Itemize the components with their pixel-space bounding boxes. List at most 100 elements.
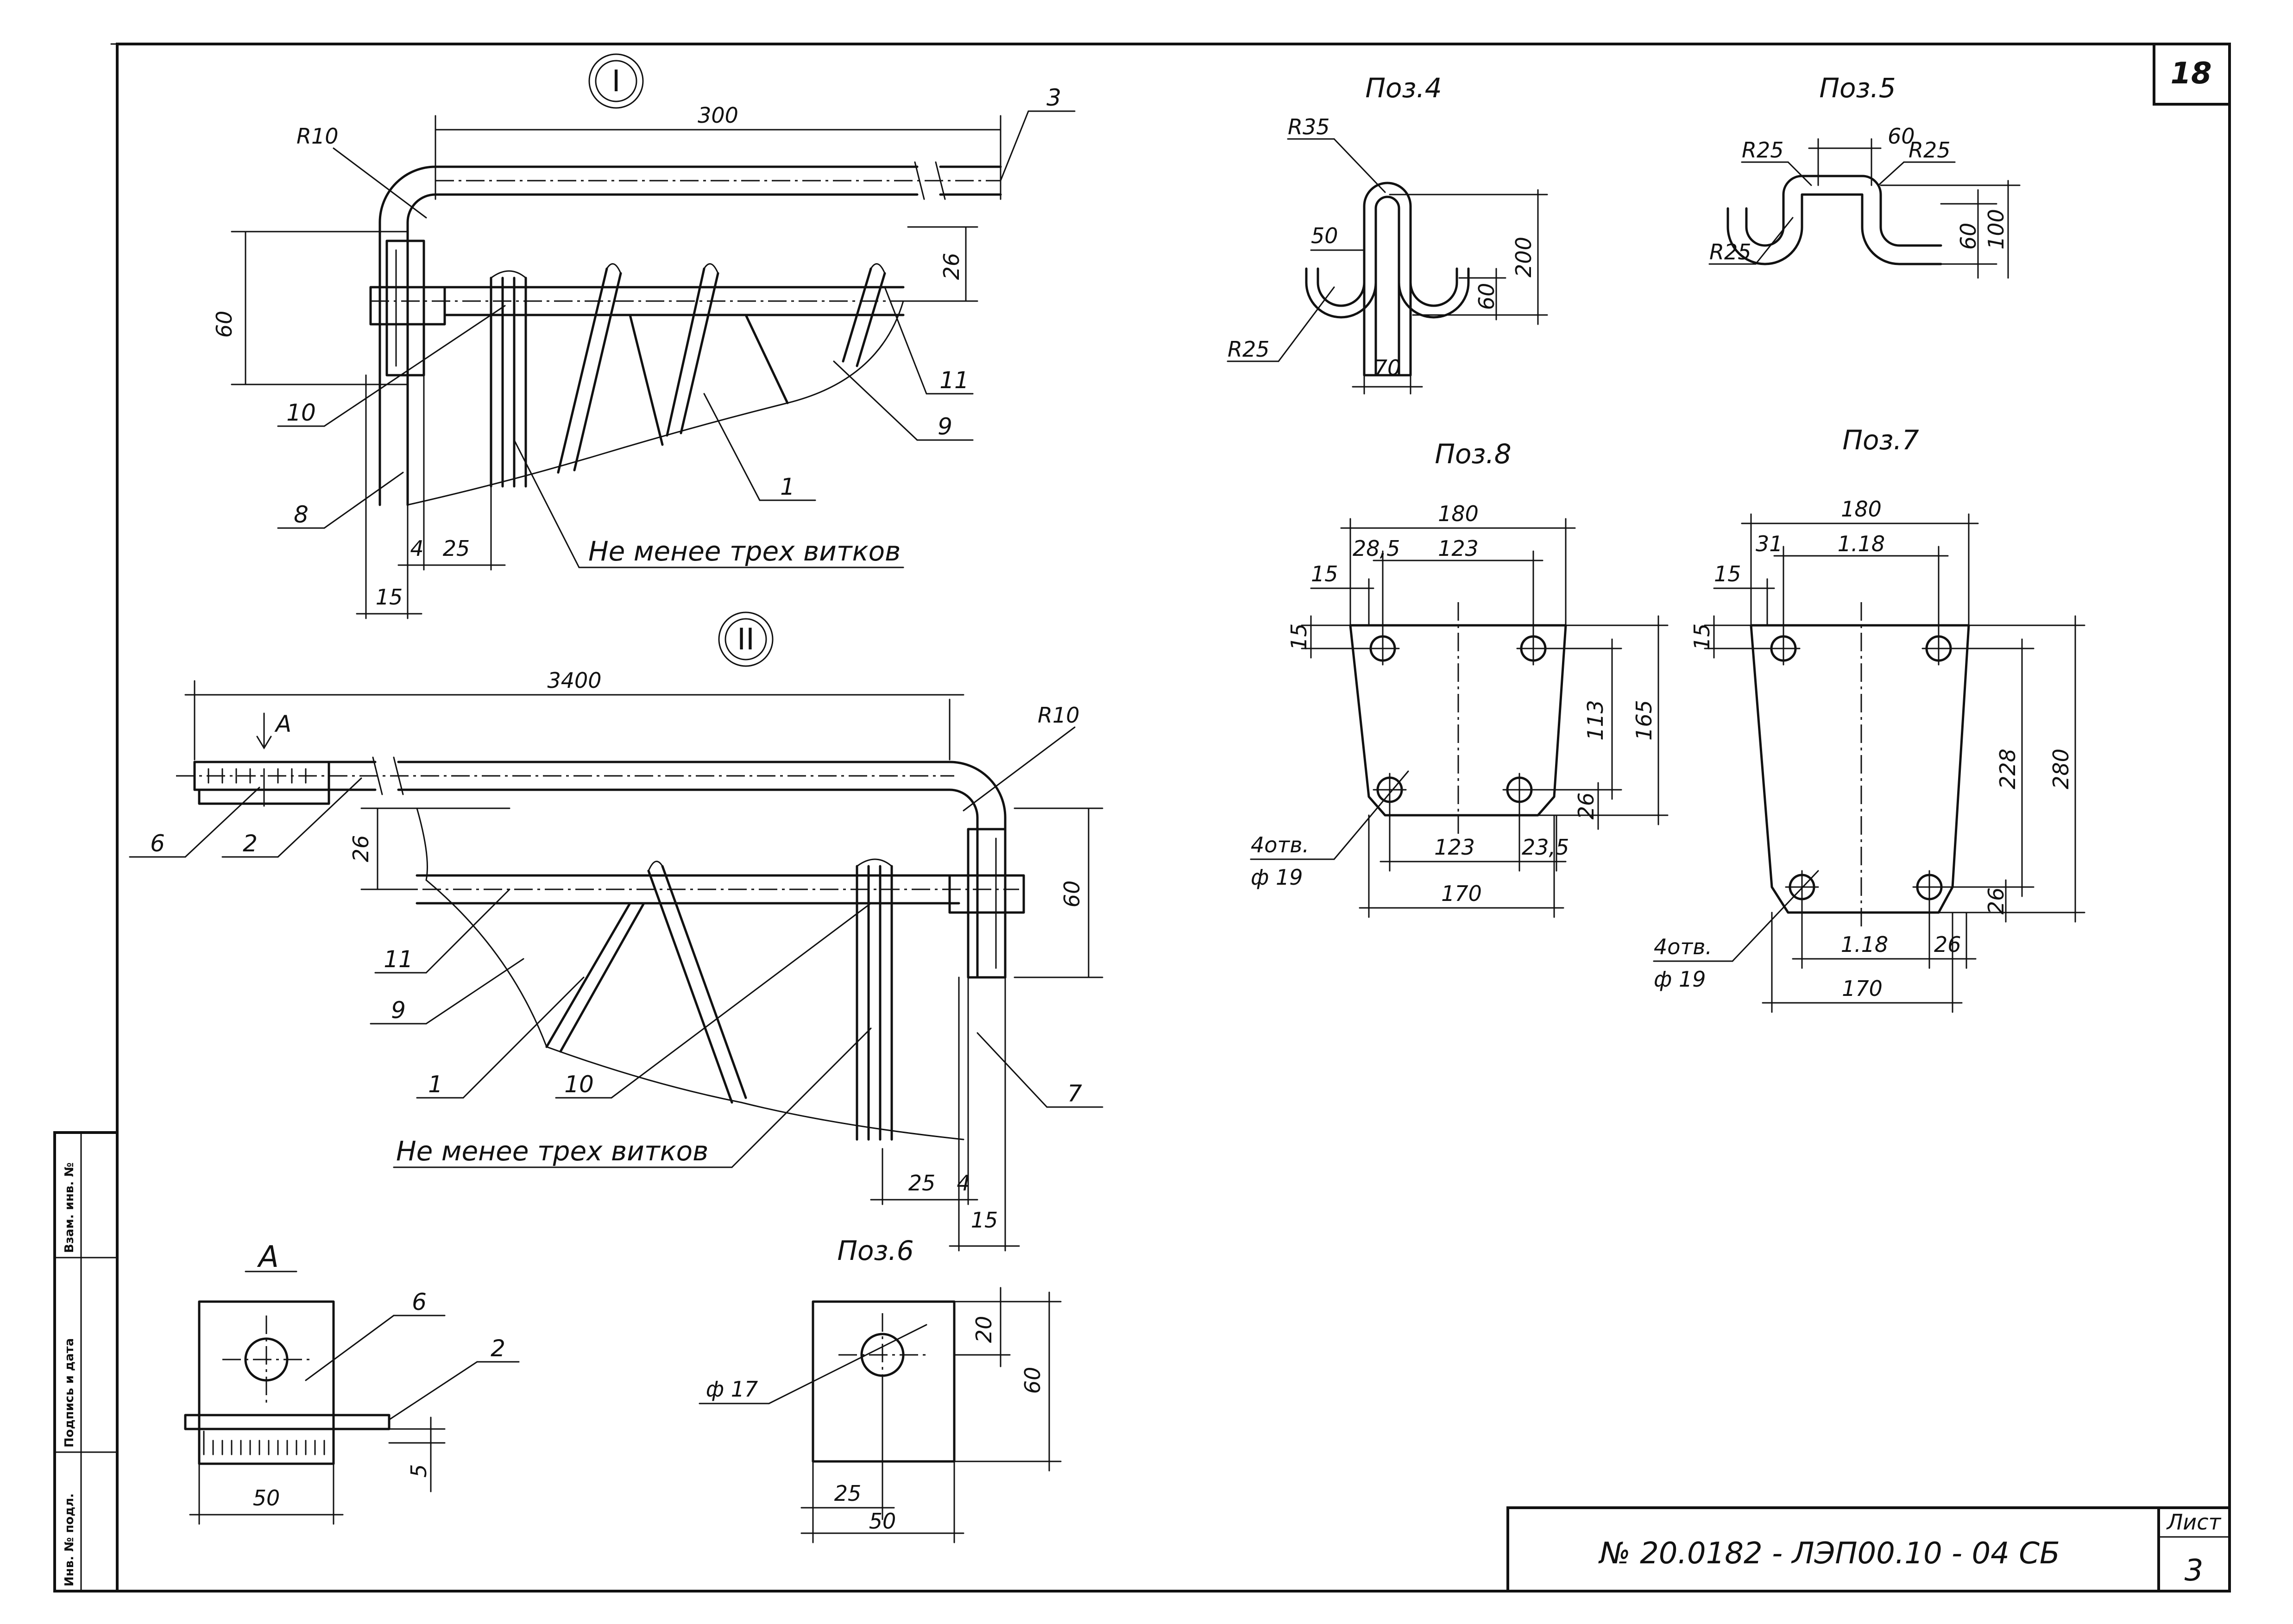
dim-p8-170: 170 <box>1441 881 1482 906</box>
dim-15-1: 15 <box>376 585 403 610</box>
poz-4-title: Поз.4 <box>1365 72 1442 104</box>
dim-4-2: 4 <box>957 1171 970 1196</box>
note-turns-1: Не менее трех витков <box>588 535 901 567</box>
dim-25-1: 25 <box>443 536 470 561</box>
poz-7: Поз.7 180 1.18 31 15 15 228 280 26 <box>1653 424 2085 1013</box>
sheet-number: 18 <box>2170 57 2211 91</box>
sheet-number-box: 18 <box>2153 43 2231 106</box>
list-label: Лист <box>2166 1510 2222 1535</box>
dim-r10-2: R10 <box>1038 703 1080 728</box>
dim-p7-holes: 4отв. <box>1654 934 1712 959</box>
dim-p7-228: 228 <box>1995 749 2020 789</box>
poz-6-title: Поз.6 <box>837 1235 913 1266</box>
callout-1: 1 <box>780 473 795 500</box>
callout-8: 8 <box>294 501 309 528</box>
callout-10b: 10 <box>564 1071 594 1098</box>
dim-p4-60: 60 <box>1474 283 1499 310</box>
dim-p7-26v: 26 <box>1984 888 2009 915</box>
poz-5-title: Поз.5 <box>1819 72 1896 104</box>
dim-p7-26: 26 <box>1934 932 1961 957</box>
dim-p8-26: 26 <box>1574 793 1599 820</box>
view-1-marker: I <box>588 53 644 109</box>
stamp-replace-label: Взам. инв. № <box>63 1163 76 1253</box>
dim-p4-r25: R25 <box>1228 337 1270 362</box>
dim-p4-r35: R35 <box>1288 114 1330 139</box>
dim-p6-25: 25 <box>834 1481 862 1506</box>
callout-11b: 11 <box>384 946 413 973</box>
dim-p5-r25a: R25 <box>1742 138 1784 163</box>
dim-p7-15h: 15 <box>1714 561 1741 586</box>
view-2-roman: II <box>737 623 755 657</box>
dim-p7-holed: ф 19 <box>1654 967 1706 992</box>
side-stamp: Инв. № подл. Подпись и дата Взам. инв. № <box>53 1131 119 1593</box>
dim-p8-15v: 15 <box>1286 623 1311 651</box>
poz-8: Поз.8 180 123 28,5 15 15 113 165 26 <box>1250 438 1669 918</box>
dim-26-2: 26 <box>348 835 373 862</box>
view-2-marker: II <box>718 611 774 667</box>
poz-6: Поз.6 20 60 25 50 ф 17 <box>699 1235 1062 1543</box>
dim-300: 300 <box>698 103 738 128</box>
view-1: I 300 R10 60 <box>212 53 1076 619</box>
dim-p7-118t: 1.18 <box>1838 531 1885 556</box>
dim-p8-holes: 4отв. <box>1251 832 1309 857</box>
dim-p7-180: 180 <box>1841 497 1882 522</box>
stamp-sign-label: Подпись и дата <box>63 1338 76 1448</box>
dim-p8-113: 113 <box>1583 700 1608 741</box>
dim-p5-r25c: R25 <box>1709 239 1751 264</box>
dim-p6-20: 20 <box>971 1316 996 1343</box>
callout-10: 10 <box>286 399 316 426</box>
dim-p8-123b: 123 <box>1434 835 1475 860</box>
poz-7-title: Поз.7 <box>1842 424 1919 456</box>
dim-p6-60: 60 <box>1020 1367 1045 1394</box>
dim-p4-200: 200 <box>1511 237 1536 277</box>
view-a-callout-6: 6 <box>412 1289 427 1316</box>
poz-4: Поз.4 200 60 70 R35 50 R25 <box>1227 72 1548 395</box>
dim-4-1: 4 <box>410 536 423 561</box>
dim-26-1: 26 <box>939 253 964 280</box>
dim-p4-70: 70 <box>1374 355 1401 380</box>
callout-3: 3 <box>1046 84 1061 111</box>
dim-3400: 3400 <box>547 668 601 693</box>
callout-9b: 9 <box>391 997 406 1024</box>
dim-p6-50: 50 <box>869 1509 896 1534</box>
dim-p8-123t: 123 <box>1438 536 1479 561</box>
dim-a-50: 50 <box>253 1486 280 1511</box>
list-value: 3 <box>2185 1554 2204 1588</box>
dim-p7-280: 280 <box>2048 749 2073 789</box>
document-code: № 20.0182 - ЛЭП00.10 - 04 СБ <box>1598 1536 2060 1571</box>
dim-60-2: 60 <box>1059 881 1084 908</box>
dim-r10-1: R10 <box>296 124 339 149</box>
dim-p7-170: 170 <box>1842 976 1883 1001</box>
view-a-title: А <box>257 1240 279 1274</box>
dim-p7-15v: 15 <box>1689 623 1714 651</box>
view-1-roman: I <box>612 64 621 99</box>
poz-5: Поз.5 60 R25 R25 R25 60 100 <box>1708 72 2021 279</box>
callout-1b: 1 <box>428 1071 443 1098</box>
dim-p8-holed: ф 19 <box>1251 865 1303 890</box>
dim-p5-100: 100 <box>1984 209 2009 250</box>
dim-p8-15h: 15 <box>1311 561 1338 586</box>
callout-9: 9 <box>938 413 952 440</box>
callout-2: 2 <box>243 830 258 857</box>
dim-p6-hole: ф 17 <box>706 1377 758 1402</box>
dim-p5-60v: 60 <box>1956 223 1981 250</box>
title-block: Лист 3 № 20.0182 - ЛЭП00.10 - 04 СБ <box>1506 1506 2231 1593</box>
dim-p5-60: 60 <box>1888 124 1915 149</box>
sheet-frame <box>110 43 2231 1593</box>
dim-p7-118b: 1.18 <box>1841 932 1888 957</box>
dim-25-2: 25 <box>908 1171 936 1196</box>
dim-p8-235: 23,5 <box>1522 835 1569 860</box>
dim-60-1: 60 <box>212 311 237 338</box>
dim-p7-31: 31 <box>1756 531 1783 556</box>
dim-p4-50: 50 <box>1311 223 1338 248</box>
view-a: А 50 5 6 2 <box>184 1240 520 1525</box>
dim-p8-285: 28,5 <box>1353 536 1400 561</box>
callout-11: 11 <box>939 367 969 394</box>
dim-15-2: 15 <box>971 1208 998 1233</box>
stamp-inv-label: Инв. № подл. <box>63 1493 76 1586</box>
dim-p8-180: 180 <box>1438 501 1479 526</box>
note-turns-2: Не менее трех витков <box>396 1135 708 1167</box>
section-mark-a: А <box>274 711 291 737</box>
view-a-callout-2: 2 <box>491 1335 505 1362</box>
